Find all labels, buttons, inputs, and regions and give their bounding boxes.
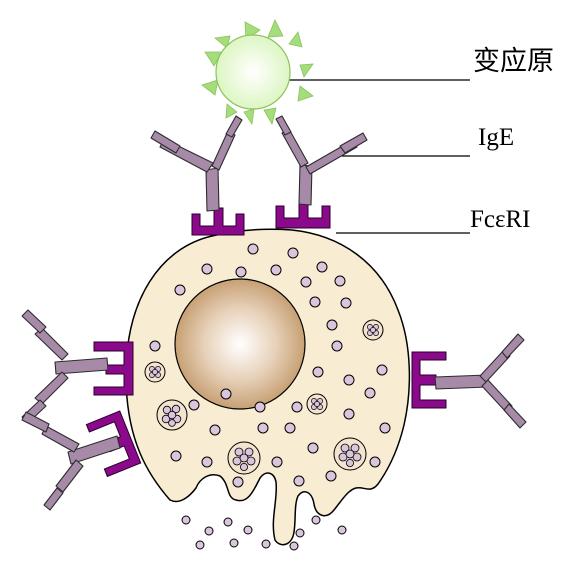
granule	[170, 450, 182, 462]
granule-clusters	[144, 319, 384, 475]
ige-antibodies	[21, 115, 527, 511]
fceri-receptor-left	[93, 341, 134, 396]
granule	[270, 264, 282, 276]
granule	[174, 284, 186, 296]
released-granule	[195, 540, 205, 550]
antigen-allergen	[201, 19, 314, 126]
cytoplasmic-granules	[149, 243, 391, 488]
granule	[254, 401, 266, 413]
granule	[340, 297, 352, 309]
granule	[271, 456, 283, 468]
granule	[307, 442, 319, 454]
granule	[364, 387, 376, 399]
released-granule	[229, 538, 239, 548]
granule	[149, 340, 161, 352]
granule	[369, 456, 381, 468]
granule	[343, 408, 355, 420]
granule	[220, 388, 232, 400]
granule-cluster	[156, 399, 188, 431]
released-granule	[311, 515, 321, 525]
granule	[312, 366, 324, 378]
granule	[309, 296, 321, 308]
ige-label: IgE	[478, 124, 514, 151]
cell-nucleus	[174, 278, 306, 410]
fceri-receptor-top-left	[191, 207, 245, 236]
released-granule	[261, 539, 271, 549]
granule	[326, 319, 338, 331]
ige-antibody-left	[21, 309, 109, 424]
granule	[291, 401, 303, 413]
granule	[235, 266, 247, 278]
granule	[316, 261, 328, 273]
released-granule	[243, 525, 253, 535]
released-granules	[181, 515, 347, 551]
granule	[293, 475, 305, 487]
granule	[247, 243, 259, 255]
granule-cluster	[306, 393, 328, 415]
granule	[334, 275, 346, 287]
granule-cluster	[227, 441, 261, 475]
granule-cluster	[362, 319, 384, 341]
granule	[257, 422, 269, 434]
granule	[300, 276, 312, 288]
fceri-receptor-top-right	[275, 200, 331, 229]
leader-lines	[282, 79, 470, 234]
granule	[209, 424, 221, 436]
released-granule	[289, 541, 299, 551]
granule	[331, 340, 343, 352]
granule	[287, 247, 299, 259]
ige-antibody-lower-left	[21, 411, 121, 511]
released-granule	[337, 525, 347, 535]
released-granule	[295, 528, 305, 538]
granule	[188, 399, 200, 411]
antigen-core	[215, 34, 291, 110]
ige-antibody-top-right	[275, 115, 368, 206]
antigen-label: 变应原	[473, 46, 554, 77]
released-granule	[223, 517, 233, 527]
granule	[379, 422, 391, 434]
granule	[376, 364, 388, 376]
fceri-label: FcεRI	[470, 206, 531, 233]
granule	[201, 263, 213, 275]
released-granule	[181, 515, 191, 525]
granule	[325, 470, 337, 482]
granule	[232, 476, 244, 488]
ige-antibody-right	[434, 333, 527, 429]
granule-cluster	[144, 361, 166, 383]
granule	[284, 422, 296, 434]
granule	[343, 374, 355, 386]
granule	[201, 456, 213, 468]
granule-cluster	[333, 437, 367, 471]
released-granule	[204, 526, 214, 536]
ige-antibody-top-left	[150, 115, 243, 212]
